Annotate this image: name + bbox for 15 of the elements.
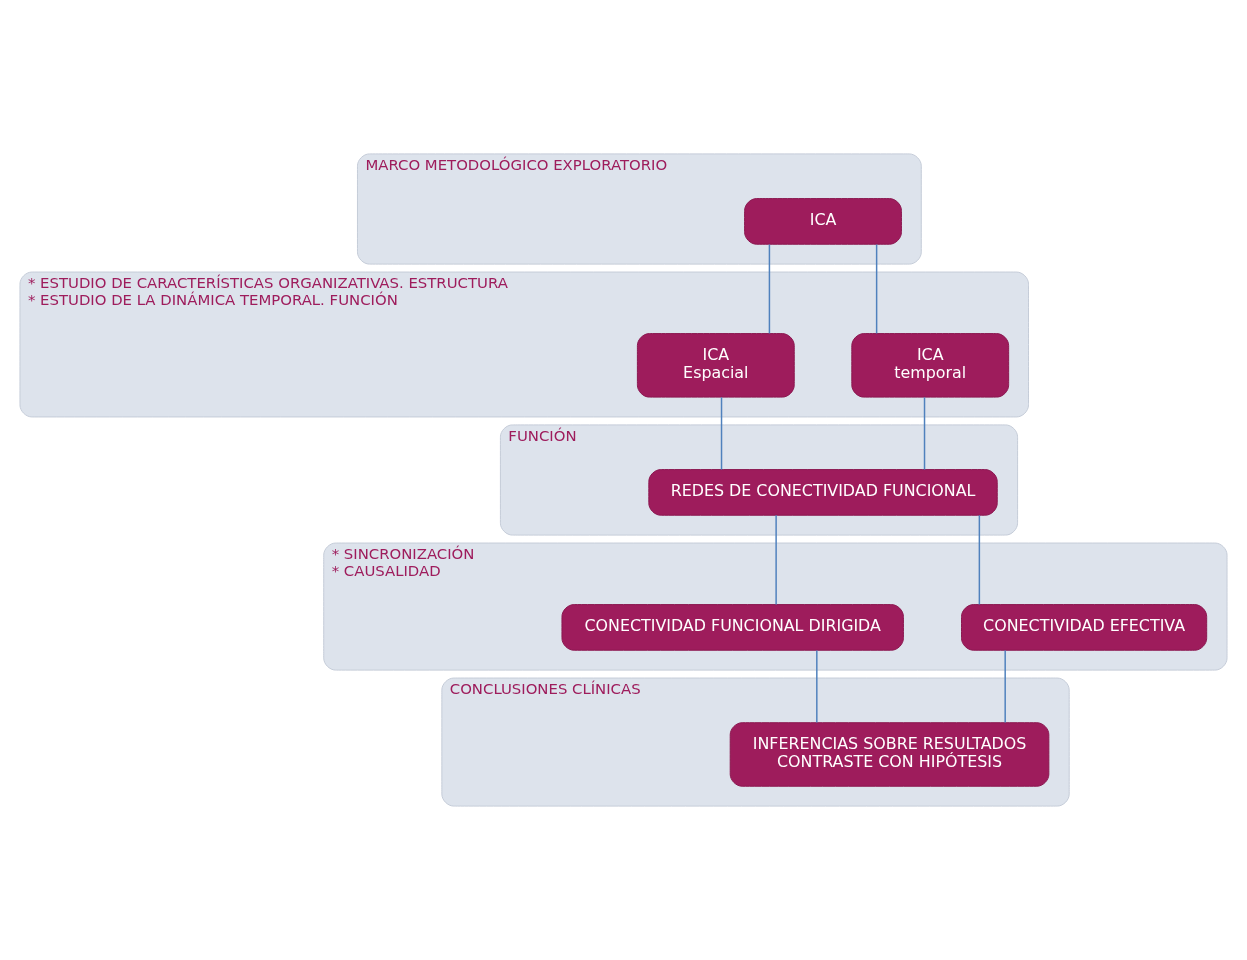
connector [923, 396, 926, 471]
connector [720, 396, 723, 471]
node-box: ICA Espacial [636, 333, 795, 398]
connector [816, 649, 818, 724]
connector [875, 243, 878, 335]
node-box: CONECTIVIDAD EFECTIVA [961, 604, 1208, 651]
node-box: CONECTIVIDAD FUNCIONAL DIRIGIDA [561, 604, 904, 651]
node-box: INFERENCIAS SOBRE RESULTADOS CONTRASTE CON HIPÓTESIS [729, 722, 1050, 787]
node-box: ICA [744, 198, 902, 245]
connector [775, 514, 777, 606]
node-box: REDES DE CONECTIVIDAD FUNCIONAL [648, 469, 998, 516]
connector [1004, 649, 1006, 724]
node-box: ICA temporal [851, 333, 1010, 398]
connector [768, 243, 771, 335]
connector [978, 514, 981, 606]
